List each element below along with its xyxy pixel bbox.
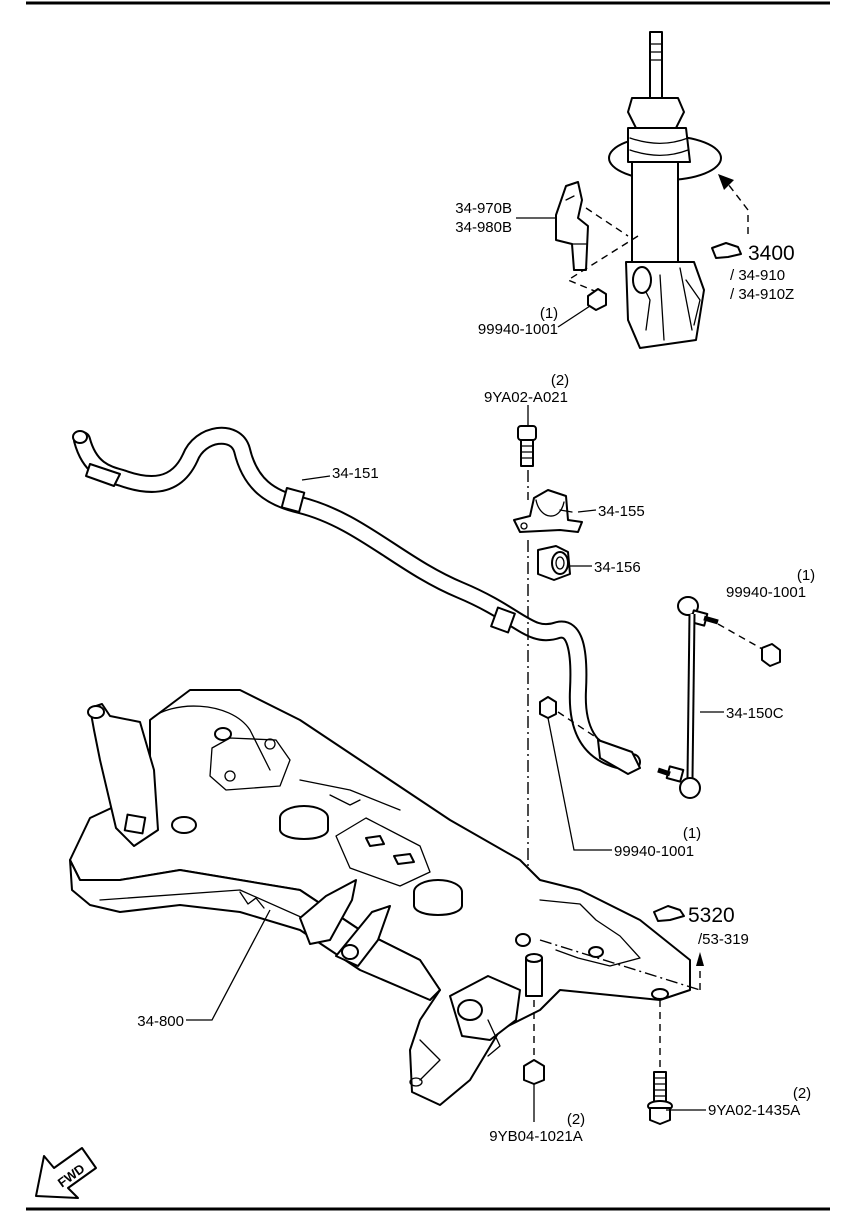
label-bar-nut: 99940-1001 [614, 843, 694, 860]
label-strut-sub-a: / 34-910 [730, 267, 785, 284]
label-link-nut: 99940-1001 [726, 584, 806, 601]
bushing-bracket [513, 489, 583, 533]
bottom-bolt [647, 1071, 673, 1125]
stabilizer-bar [72, 426, 641, 775]
bar-nut [539, 696, 557, 719]
label-ref-section: 5320 [688, 904, 735, 927]
label-stab-bar: 34-151 [332, 465, 379, 482]
label-ref-sub: /53-319 [698, 931, 749, 948]
label-strut-sub-b: / 34-910Z [730, 286, 794, 303]
label-bottom-bolt: 9YA02-1435A [708, 1102, 800, 1119]
label-bar-nut-qty: (1) [683, 825, 701, 842]
arrow-up-icon [696, 952, 704, 966]
label-stab-link: 34-150C [726, 705, 784, 722]
bolt-upper [517, 425, 537, 467]
stabilizer-link [657, 596, 719, 799]
label-bolt-top: 9YA02-A021 [484, 389, 568, 406]
label-bush-bracket: 34-155 [598, 503, 645, 520]
strut-assembly [608, 31, 722, 349]
upper-nut [587, 288, 607, 311]
label-strut-bracket-b: 34-980B [455, 219, 512, 236]
strut-bracket [555, 181, 589, 271]
label-strut-bracket-a: 34-970B [455, 200, 512, 217]
label-strut-ref: 3400 [748, 242, 795, 265]
label-bottom-bolt-qty: (2) [793, 1085, 811, 1102]
pointer-hand-icon-2 [653, 905, 685, 922]
label-bottom-nut-qty: (2) [567, 1111, 585, 1128]
leader-lines [186, 217, 724, 1111]
arrow-icon [718, 174, 734, 190]
label-bolt-top-qty: (2) [551, 372, 569, 389]
label-bottom-nut: 9YB04-1021A [489, 1128, 582, 1145]
pointer-hand-icon [711, 242, 742, 259]
fwd-arrow-icon: FWD [35, 1147, 97, 1199]
label-nut-top-qty: (1) [540, 305, 558, 322]
label-crossmember: 34-800 [137, 1013, 184, 1030]
link-nut [761, 643, 781, 667]
bushing [537, 545, 571, 581]
label-link-nut-qty: (1) [797, 567, 815, 584]
crossmember [69, 689, 691, 1106]
label-nut-top: 99940-1001 [478, 321, 558, 338]
label-bushing: 34-156 [594, 559, 641, 576]
bottom-nut [523, 1059, 545, 1085]
